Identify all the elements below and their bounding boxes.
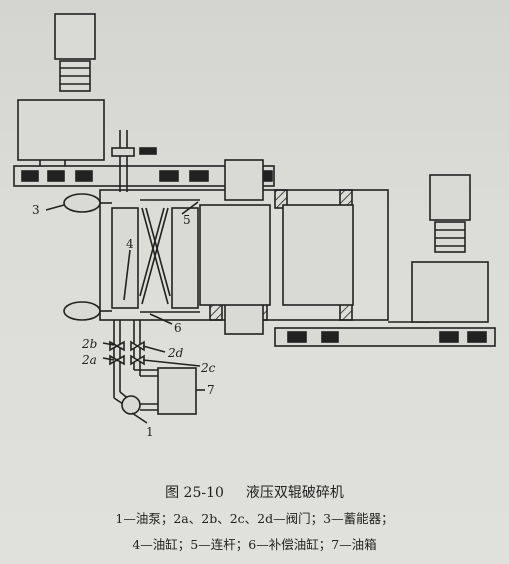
hydraulic-cylinder-right [171,207,199,309]
left-roller [199,204,271,306]
valves [109,340,145,366]
right-roller [282,204,354,306]
accumulator-bottom [63,301,101,321]
callout-5: 5 [183,213,191,227]
oil-pump [121,395,141,415]
callout-3: 3 [32,203,40,217]
callout-2d: 2d [167,346,184,360]
callout-1: 1 [146,425,154,439]
callout-2b: 2b [81,337,97,351]
right-coupling [434,221,466,253]
callout-7: 7 [207,383,215,397]
callout-6: 6 [174,321,182,335]
figure-legend-line-1: 1—油泵；2a、2b、2c、2d—阀门；3—蓄能器； [115,511,394,526]
left-motor [54,13,96,60]
callout-2a: 2a [81,353,97,367]
callout-4: 4 [126,237,134,251]
left-gearbox [17,99,105,161]
figure-title: 液压双辊破碎机 [245,485,344,501]
accumulator-top [63,193,101,213]
right-motor [429,174,471,221]
hydraulic-lines [113,320,158,411]
figure-legend-line-2: 4—油缸；5—连杆；6—补偿油缸；7—油箱 [132,537,377,552]
figure-number: 图 25-10 [165,485,224,501]
oil-tank [157,367,197,415]
bottom-drive-belt [274,327,496,347]
figure-caption-title: 图 25-10 液压双辊破碎机 [0,482,509,502]
callout-2c: 2c [200,361,216,375]
connecting-rods [139,207,171,305]
right-gearbox [411,261,489,323]
center-hub [224,159,264,201]
